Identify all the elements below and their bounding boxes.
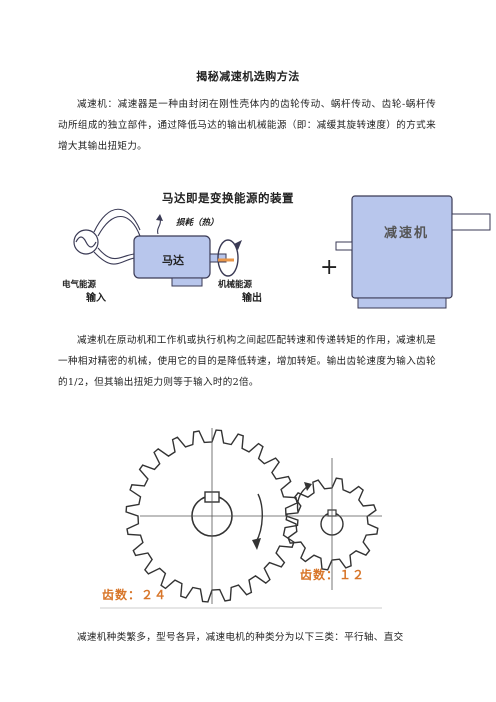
page-title: 揭秘减速机选购方法 [196, 70, 300, 83]
motor-diagram-svg: + [73, 195, 491, 309]
heat-loss-arrow-icon [156, 214, 163, 235]
center-lines [140, 428, 382, 604]
reducer-types-paragraph: 减速机种类繁多，型号各异，减速电机的种类分为以下三类：平行轴、直交 [77, 632, 404, 643]
large-gear-icon [125, 429, 299, 603]
rotation-arrow-icon [217, 239, 242, 277]
diagram-heading: 马达即是变换能源的装置 [162, 191, 294, 205]
output-label: 输出 [242, 293, 262, 304]
reducer-label: 减速机 [384, 226, 430, 241]
gear-diagram-svg [100, 428, 382, 609]
reducer-function-paragraph: 减速机在原动机和工作机或执行机构之间起匹配转速和传递转矩的作用，减速机是一种相对… [58, 335, 436, 388]
small-gear-rotation-arrow-icon [296, 482, 312, 513]
large-gear-rotation-arrow-icon [252, 493, 263, 550]
reducer-icon [335, 195, 491, 309]
small-gear-icon [285, 477, 379, 571]
motor-label: 马达 [162, 254, 184, 267]
small-gear-teeth-label: 齿数：１２ [300, 568, 366, 582]
input-energy-label: 电气能源 [62, 280, 97, 290]
input-label: 输入 [86, 293, 106, 304]
motor-diagram: + 马达即是变换能源的装置 损耗（热） 马达 电气能源 输入 机械能源 输出 减… [58, 191, 496, 312]
power-wires-icon [93, 208, 141, 265]
large-gear-teeth-label: 齿数：２４ [102, 588, 168, 602]
output-energy-label: 机械能源 [218, 280, 253, 290]
ac-source-icon [73, 229, 99, 255]
gear-diagram: 齿数：１２ 齿数：２４ [100, 414, 390, 610]
intro-paragraph: 减速机：减速器是一种由封闭在刚性壳体内的齿轮传动、蜗杆传动、齿轮-蜗杆传动所组成… [58, 99, 436, 152]
plus-sign: + [320, 255, 338, 280]
heat-loss-label: 损耗（热） [176, 218, 219, 228]
